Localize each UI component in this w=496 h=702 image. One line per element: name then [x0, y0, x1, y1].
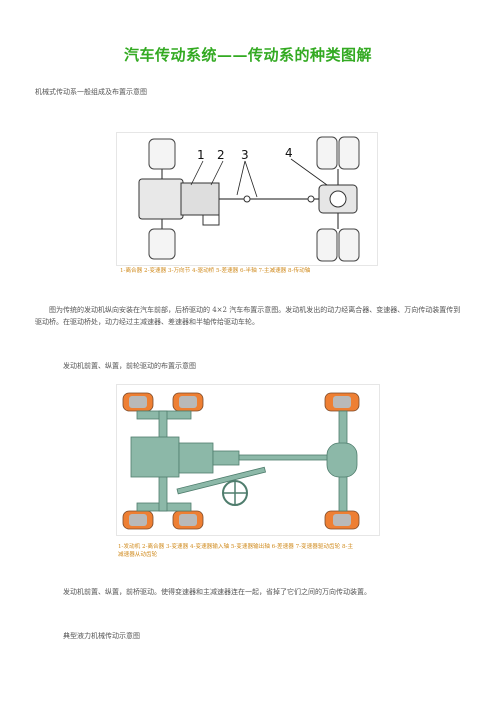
- figure-1-caption: 1-离合器 2-变速器 3-万向节 4-驱动桥 5-差速器 6-半轴 7-主减速…: [120, 268, 311, 274]
- paragraph-2: 发动机前置、纵置，前桥驱动。使得变速器和主减速器连在一起，省掉了它们之间的万向传…: [63, 588, 371, 596]
- figure-2: [116, 384, 380, 536]
- front-engine-layout-diagram: [122, 392, 360, 530]
- wheel-front-right: [148, 228, 176, 260]
- engine: [138, 178, 184, 220]
- section-heading-1: 机械式传动系一般组成及布置示意图: [35, 88, 147, 96]
- section-heading-3: 典型液力机械传动示意图: [63, 632, 140, 640]
- page-title: 汽车传动系统——传动系的种类图解: [123, 46, 372, 64]
- wheel-rear-right-outer: [316, 228, 338, 262]
- callout-1: 1: [197, 148, 205, 162]
- section-heading-2: 发动机前置、纵置，前轮驱动的布置示意图: [63, 362, 196, 370]
- universal-joint-front: [243, 195, 251, 203]
- wheel-rear-right-inner: [338, 228, 360, 262]
- figure-2-caption-line-1: 1-发动机 2-离合器 3-变速器 4-变速器输入轴 5-变速器输出轴 6-差速…: [118, 544, 354, 550]
- differential: [329, 190, 347, 208]
- wheel-rear-left-outer: [316, 136, 338, 170]
- transmission: [178, 442, 214, 474]
- rear-differential: [326, 442, 358, 478]
- callout-4: 4: [285, 146, 293, 160]
- callout-3: 3: [241, 148, 249, 162]
- gear-shift-box: [202, 214, 220, 226]
- paragraph-1: 图为传统的发动机纵向安装在汽车前部，后桥驱动的 4×2 汽车布置示意图。发动机发…: [35, 306, 461, 326]
- engine-block: [130, 436, 180, 478]
- gearbox: [180, 182, 220, 216]
- wheel-front-left: [148, 138, 176, 170]
- figure-1: 1 2 3 4: [116, 132, 378, 266]
- driveshaft: [238, 454, 330, 461]
- wheel-rear-left-inner: [338, 136, 360, 170]
- callout-2: 2: [217, 148, 225, 162]
- mechanical-drivetrain-diagram: 1 2 3 4: [138, 136, 360, 262]
- figure-2-caption-line-2: 减速器从动齿轮: [118, 552, 158, 558]
- universal-joint-rear: [307, 195, 315, 203]
